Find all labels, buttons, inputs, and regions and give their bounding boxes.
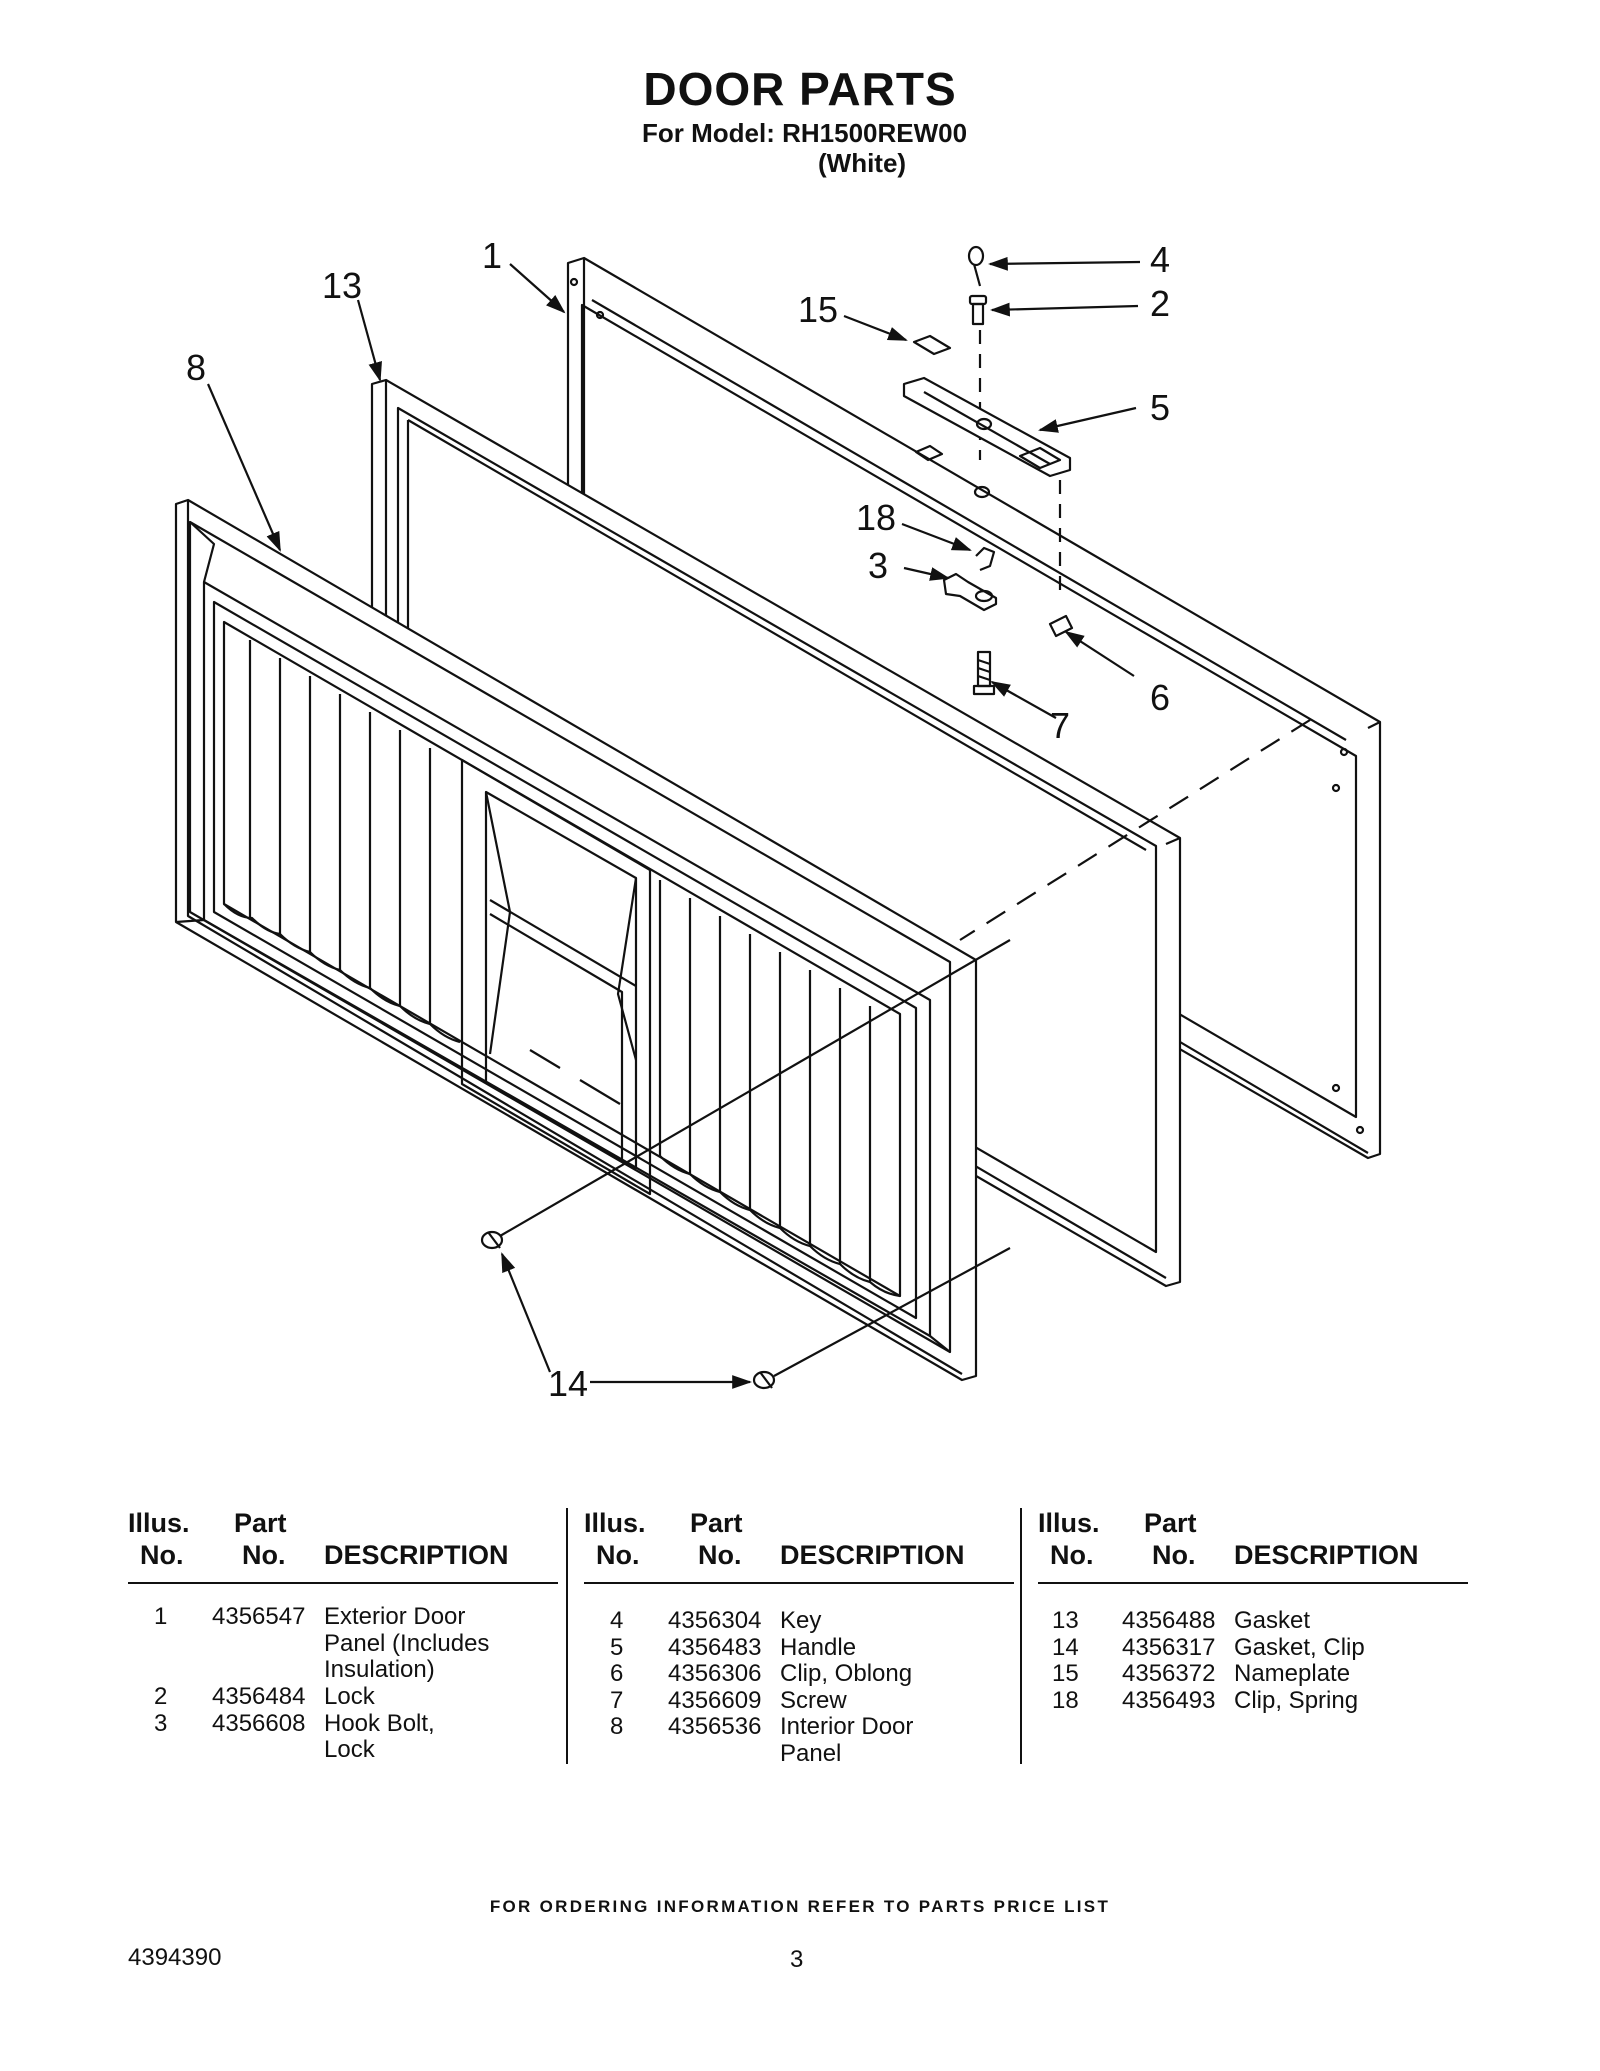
- interior-door-panel: [174, 498, 978, 1382]
- header-illus-no: No.: [140, 1540, 184, 1570]
- callout-4: 4: [1150, 239, 1170, 280]
- header-part-no: No.: [698, 1540, 742, 1570]
- hook-bolt-part: [942, 572, 998, 612]
- handle-part: [902, 376, 1072, 478]
- gasket-clip-part: [480, 1230, 776, 1390]
- table-row: 5 4356483 Handle: [610, 1633, 857, 1661]
- parts-table-column-1: Illus. No. Part No. DESCRIPTION 1 435654…: [128, 1508, 568, 1763]
- callout-2: 2: [1150, 283, 1170, 324]
- page-title: DOOR PARTS: [643, 63, 957, 115]
- callout-14: 14: [548, 1363, 588, 1404]
- header-part: Part: [690, 1508, 743, 1538]
- oblong-clip-part: [1048, 614, 1074, 638]
- header-illus: Illus.: [1038, 1508, 1100, 1538]
- model-color: (White): [818, 148, 907, 178]
- callout-6: 6: [1150, 677, 1170, 718]
- column-divider: [566, 1508, 568, 1764]
- exploded-parts-diagram: 1 13 8 15 4 2 5 18 3 6 7 14: [174, 235, 1382, 1404]
- table-row: 1 4356547 Exterior Door Panel (Includes …: [154, 1603, 490, 1683]
- model-number: For Model: RH1500REW00: [642, 118, 968, 148]
- header-illus-no: No.: [596, 1540, 640, 1570]
- header-illus: Illus.: [584, 1508, 646, 1538]
- callout-13: 13: [322, 265, 362, 306]
- table-row: 18 4356493 Clip, Spring: [1052, 1686, 1359, 1714]
- header-part-no: No.: [1152, 1540, 1196, 1570]
- ordering-note: FOR ORDERING INFORMATION REFER TO PARTS …: [489, 1897, 1111, 1916]
- callout-18: 18: [856, 497, 896, 538]
- callout-8: 8: [186, 347, 206, 388]
- header-description: DESCRIPTION: [780, 1540, 965, 1570]
- table-row: 7 4356609 Screw: [610, 1686, 847, 1714]
- spring-clip-part: [975, 546, 996, 572]
- header-part: Part: [234, 1508, 287, 1538]
- header-part-no: No.: [242, 1540, 286, 1570]
- parts-table-column-2: Illus. No. Part No. DESCRIPTION 4 435630…: [584, 1508, 1024, 1766]
- header-illus-no: No.: [1050, 1540, 1094, 1570]
- document-number: 4394390: [128, 1944, 222, 1971]
- callout-15: 15: [798, 289, 838, 330]
- table-row: 8 4356536 Interior Door Panel: [610, 1713, 914, 1767]
- table-row: 4 4356304 Key: [610, 1607, 822, 1634]
- nameplate-part: [912, 334, 952, 356]
- table-row: 3 4356608 Hook Bolt, Lock: [154, 1709, 435, 1763]
- table-row: 2 4356484 Lock: [154, 1683, 375, 1710]
- parts-table-column-3: Illus. No. Part No. DESCRIPTION 13 43564…: [1038, 1508, 1478, 1713]
- header-description: DESCRIPTION: [324, 1540, 509, 1570]
- key-part: [967, 245, 985, 287]
- table-row: 13 4356488 Gasket: [1052, 1607, 1311, 1634]
- header-description: DESCRIPTION: [1234, 1540, 1419, 1570]
- lock-part: [968, 294, 988, 326]
- table-row: 15 4356372 Nameplate: [1052, 1660, 1351, 1687]
- table-row: 14 4356317 Gasket, Clip: [1052, 1633, 1365, 1661]
- table-row: 6 4356306 Clip, Oblong: [610, 1660, 913, 1687]
- callout-3: 3: [868, 545, 888, 586]
- page-number: 3: [790, 1946, 804, 1973]
- header-part: Part: [1144, 1508, 1197, 1538]
- column-divider: [1020, 1508, 1022, 1764]
- callout-5: 5: [1150, 387, 1170, 428]
- callout-7: 7: [1050, 705, 1070, 746]
- header-illus: Illus.: [128, 1508, 190, 1538]
- callout-1: 1: [482, 235, 502, 276]
